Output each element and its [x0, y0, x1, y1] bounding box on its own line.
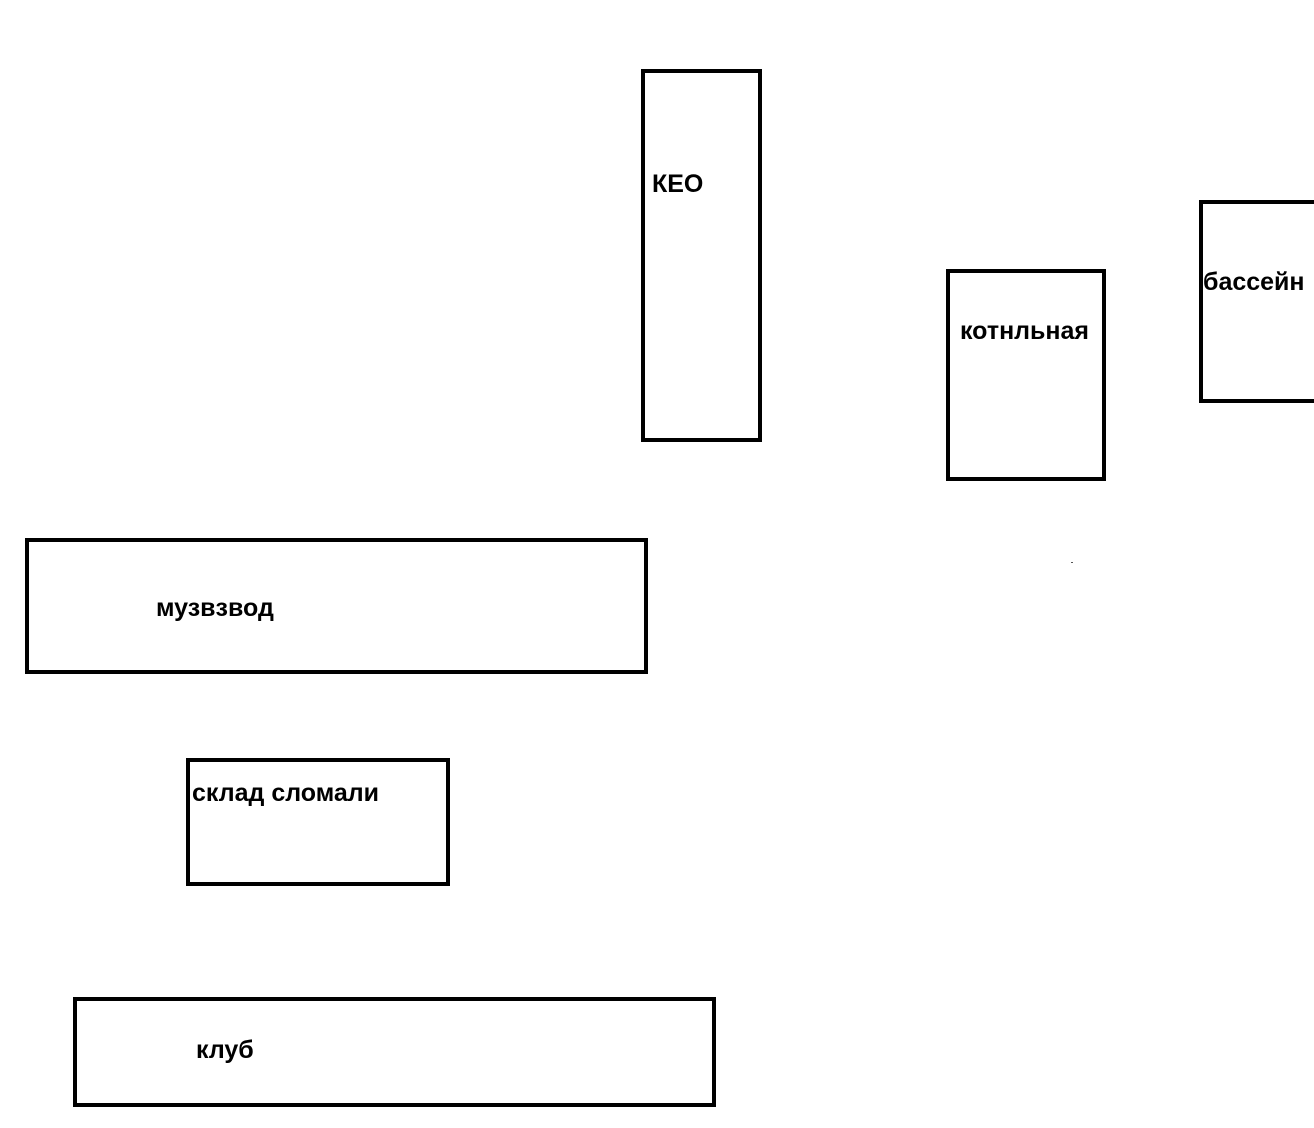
label-pool: бассейн — [1203, 268, 1305, 296]
label-warehouse: склад сломали — [192, 779, 380, 807]
label-club: клуб — [196, 1036, 254, 1064]
label-boiler-room: котнльная — [960, 317, 1090, 345]
building-pool — [1199, 200, 1314, 403]
label-keo: КЕО — [652, 170, 704, 198]
building-warehouse — [186, 758, 450, 886]
label-music-platoon: музвзвод — [156, 594, 274, 622]
building-music-platoon — [25, 538, 648, 674]
building-club — [73, 997, 716, 1107]
building-keo — [641, 69, 762, 442]
building-boiler-room — [946, 269, 1106, 481]
stray-dot — [1071, 562, 1073, 563]
